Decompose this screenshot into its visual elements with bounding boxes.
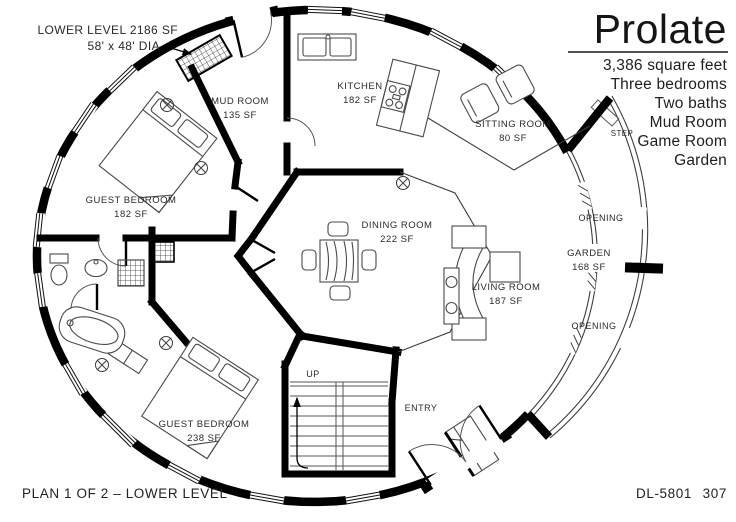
leader-arrow	[163, 45, 193, 56]
room-label-dining-room: DINING ROOM	[362, 220, 433, 231]
media-cabinet	[443, 267, 460, 325]
kitchen-island	[375, 58, 441, 138]
shower	[117, 259, 145, 287]
opening-top-label: OPENING	[578, 213, 623, 223]
furniture	[49, 33, 535, 477]
garden-post	[624, 262, 664, 274]
entry-label: ENTRY	[405, 403, 438, 413]
interior-walls	[36, 9, 591, 478]
lower-level-annotation: LOWER LEVEL 2186 SF 58' x 48' DIA	[37, 23, 193, 56]
room-area: 80 SF	[499, 133, 527, 144]
feature-line: 3,386 square feet	[603, 57, 728, 74]
up-arrow	[293, 396, 309, 469]
feature-line: Three bedrooms	[610, 76, 727, 93]
toilet	[49, 253, 69, 286]
annotation-line1: LOWER LEVEL 2186 SF	[37, 23, 178, 37]
kitchen-sink-counter	[297, 33, 357, 61]
room-area: 168 SF	[572, 262, 606, 273]
opening-bottom-label: OPENING	[571, 321, 616, 331]
room-label-guest-bedroom-2: GUEST BEDROOM	[159, 419, 250, 430]
room-label-mud-room: MUD ROOM	[211, 96, 269, 107]
annotation-line2: 58' x 48' DIA	[88, 39, 160, 53]
title-block: Prolate 3,386 square feet Three bedrooms…	[568, 6, 728, 169]
room-area: 238 SF	[187, 433, 221, 444]
living-room-set	[443, 225, 521, 341]
footer: PLAN 1 OF 2 – LOWER LEVEL DL-5801 307	[22, 486, 727, 501]
up-label: UP	[306, 369, 320, 379]
garden-label-backing	[562, 244, 616, 272]
light-icon	[159, 336, 173, 350]
room-labels: MUD ROOM 135 SF KITCHEN 182 SF SITTING R…	[86, 81, 616, 444]
room-area: 187 SF	[489, 296, 523, 307]
feature-line: Garden	[674, 152, 727, 169]
bathtub	[58, 306, 126, 354]
bed-bottom-left	[140, 336, 260, 460]
room-area: 222 SF	[380, 234, 414, 245]
room-label-kitchen: KITCHEN	[337, 81, 382, 92]
hall-closet	[153, 241, 175, 263]
room-label-sitting-room: SITTING ROOM	[475, 119, 551, 130]
plan-sheet-label: PLAN 1 OF 2 – LOWER LEVEL	[22, 486, 228, 501]
light-icon	[160, 98, 174, 112]
drawing-number: DL-5801	[636, 486, 692, 501]
dining-set	[301, 221, 377, 301]
entry-doors	[407, 404, 513, 495]
sitting-room-chairs	[460, 64, 535, 124]
light-icon	[194, 161, 208, 175]
room-area: 182 SF	[343, 95, 377, 106]
light-icon	[95, 358, 109, 372]
step-platform	[590, 99, 620, 127]
stairs	[290, 381, 388, 470]
room-area: 135 SF	[223, 110, 257, 121]
bath-sink	[84, 258, 108, 278]
bed-top-left	[98, 90, 218, 214]
light-icon	[396, 176, 410, 190]
room-area: 182 SF	[114, 209, 148, 220]
room-label-guest-bedroom-1: GUEST BEDROOM	[86, 195, 177, 206]
room-label-garden: GARDEN	[567, 248, 611, 259]
plan-title: Prolate	[594, 6, 727, 52]
ceiling-lights	[95, 98, 410, 372]
plan-markers: STEP OPENING OPENING UP ENTRY	[306, 129, 633, 413]
feature-line: Mud Room	[650, 114, 727, 131]
mudroom-exterior-door	[224, 5, 280, 58]
room-label-living-room: LIVING ROOM	[472, 282, 541, 293]
garden-arc	[546, 95, 664, 439]
feature-line: Two baths	[655, 95, 728, 112]
range	[380, 79, 411, 113]
page-number: 307	[703, 486, 727, 501]
step-label: STEP	[611, 129, 634, 138]
feature-line: Game Room	[637, 133, 727, 150]
